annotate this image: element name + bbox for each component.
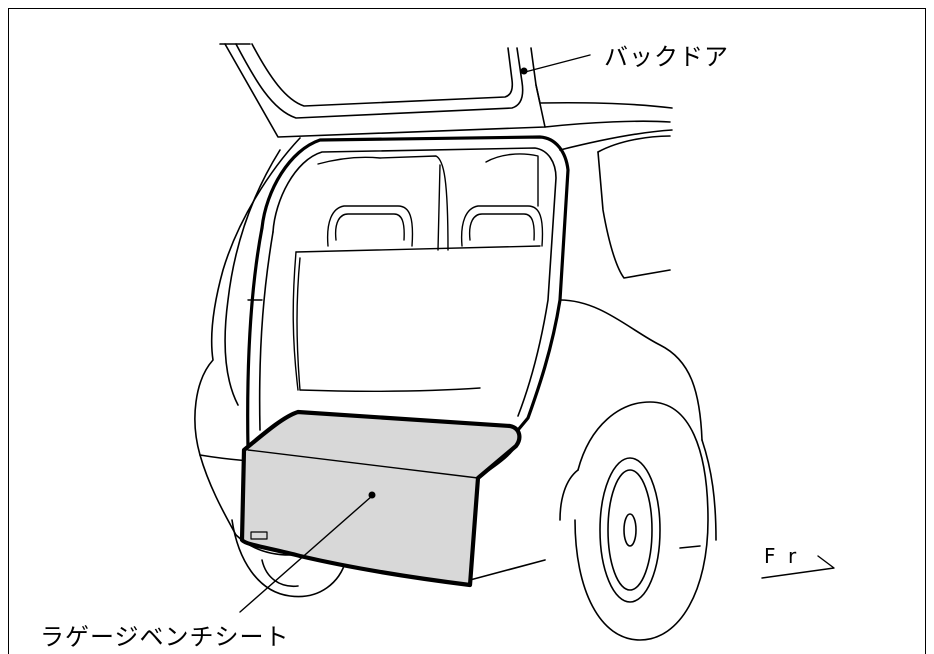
back-door-shape bbox=[219, 43, 673, 138]
back-door-leader-line bbox=[524, 54, 591, 73]
luggage-bench-seat-label: ラゲージベンチシート bbox=[40, 623, 290, 651]
bench-seat-leader-line bbox=[239, 495, 373, 613]
back-door-label: バックドア bbox=[604, 43, 729, 71]
back-door-marker bbox=[520, 67, 528, 75]
left-wheel-arch bbox=[231, 519, 347, 598]
rear-seat-interior bbox=[247, 153, 544, 393]
luggage-bench-seat-shape bbox=[239, 409, 522, 588]
front-direction-label: Fr bbox=[764, 544, 811, 568]
diagram-frame bbox=[8, 8, 926, 654]
front-arrow-icon bbox=[761, 555, 835, 579]
rear-tire bbox=[574, 401, 717, 641]
